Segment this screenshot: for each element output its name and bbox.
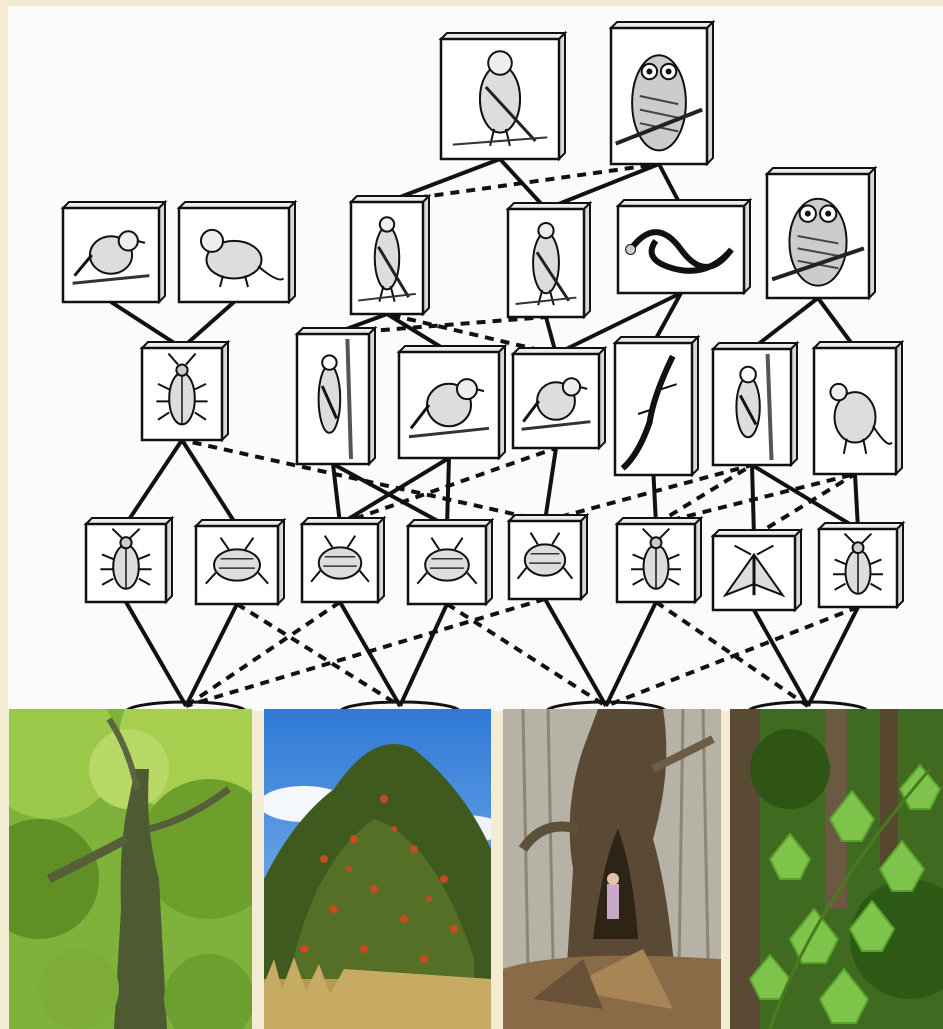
solid-feeding-link bbox=[126, 602, 186, 706]
organism-box-larva-b bbox=[509, 515, 587, 599]
solid-feeding-link bbox=[340, 602, 400, 706]
organism-box-waxwing bbox=[63, 202, 165, 302]
organism-box-beetle-b bbox=[819, 523, 903, 607]
dashed-feeding-link bbox=[186, 599, 545, 706]
food-web-diagram bbox=[8, 6, 943, 711]
photo-hawthorn-shrub bbox=[264, 709, 491, 1029]
organism-box-tawny-owl bbox=[767, 168, 875, 298]
organism-box-sparrowhawk-a bbox=[351, 196, 429, 314]
solid-feeding-link bbox=[545, 448, 556, 521]
dashed-feeding-link bbox=[656, 602, 808, 706]
organism-box-moth bbox=[713, 530, 801, 610]
dashed-feeding-link bbox=[606, 607, 858, 706]
solid-feeding-link bbox=[126, 440, 182, 524]
food-web-svg bbox=[8, 6, 943, 711]
solid-feeding-link bbox=[754, 610, 808, 706]
dashed-feeding-link bbox=[186, 602, 340, 706]
berry-shrub-photo bbox=[264, 709, 491, 1029]
solid-feeding-link bbox=[818, 298, 855, 348]
solid-feeding-link bbox=[447, 458, 449, 526]
organism-box-larva-a bbox=[302, 518, 384, 602]
leafy-branch-photo bbox=[730, 709, 943, 1029]
organism-box-robin bbox=[399, 346, 505, 458]
organism-box-woodpecker-b bbox=[713, 343, 797, 465]
organism-box-eared-owl bbox=[611, 22, 713, 164]
solid-feeding-link bbox=[400, 604, 447, 706]
organism-box-weasel bbox=[814, 342, 902, 474]
hollow-trunk-photo bbox=[503, 709, 721, 1029]
organism-box-bug-b bbox=[408, 520, 492, 604]
organism-box-hawk-top bbox=[441, 33, 565, 159]
solid-feeding-link bbox=[500, 159, 546, 209]
organism-box-weevil bbox=[86, 518, 172, 602]
organism-box-woodpecker-a bbox=[297, 328, 375, 464]
solid-feeding-link bbox=[752, 298, 818, 349]
photo-hollow-oak bbox=[503, 709, 721, 1029]
solid-feeding-link bbox=[855, 474, 858, 529]
photo-maple-leaves bbox=[730, 709, 943, 1029]
organism-box-shrew bbox=[179, 202, 295, 302]
dashed-feeding-link bbox=[447, 604, 606, 706]
solid-feeding-link bbox=[545, 599, 606, 706]
organism-box-beetle-a bbox=[617, 518, 701, 602]
solid-feeding-link bbox=[654, 475, 657, 524]
organism-box-lizard bbox=[615, 337, 698, 475]
organism-box-snake bbox=[618, 200, 750, 293]
solid-feeding-link bbox=[186, 604, 237, 706]
organism-box-bug-a bbox=[196, 520, 284, 604]
solid-feeding-link bbox=[182, 440, 237, 526]
organism-box-beetle-large bbox=[142, 342, 228, 440]
photo-lime-tree bbox=[9, 709, 252, 1029]
organism-box-finch bbox=[513, 348, 605, 448]
solid-feeding-link bbox=[808, 607, 858, 706]
organism-box-sparrowhawk-b bbox=[508, 203, 590, 317]
organism-boxes bbox=[63, 22, 903, 610]
tree-canopy-photo bbox=[9, 709, 252, 1029]
dashed-feeding-link bbox=[237, 604, 400, 706]
